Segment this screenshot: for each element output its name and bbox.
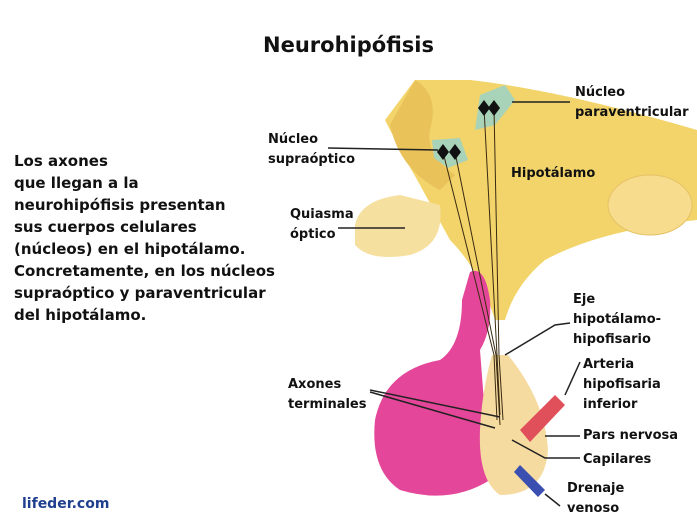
- description-line: Los axones: [14, 152, 108, 170]
- posterior-lobe: [479, 355, 548, 495]
- description-line: supraóptico y paraventricular: [14, 284, 266, 302]
- axon-bundle: [442, 107, 504, 426]
- description-line: Concretamente, en los núcleos: [14, 262, 275, 280]
- description-line: (núcleos) en el hipotálamo.: [14, 240, 246, 258]
- optic-chiasm: [355, 195, 441, 258]
- description-line: neurohipófisis presentan: [14, 196, 226, 214]
- description-line: sus cuerpos celulares: [14, 218, 197, 236]
- page-title: Neurohipófisis: [263, 33, 434, 57]
- hypothalamus-shape: [385, 80, 697, 320]
- brand-logo: lifeder.com: [22, 496, 110, 512]
- description-line: que llegan a la: [14, 174, 139, 192]
- label-capilares: Capilares: [583, 452, 652, 467]
- mammillary-body: [607, 174, 693, 236]
- description-text: Los axones que llegan a la neurohipófisi…: [14, 150, 275, 326]
- brain-fold: [390, 80, 455, 190]
- label-hipotalamo: Hipotálamo: [511, 166, 596, 181]
- description-line: del hipotálamo.: [14, 306, 147, 324]
- anterior-lobe: [374, 270, 491, 496]
- vein: [514, 465, 545, 497]
- neuron-cell-bodies: [437, 100, 500, 160]
- label-pars-nervosa: Pars nervosa: [583, 428, 679, 443]
- leader-lines: [327, 101, 581, 507]
- artery: [520, 395, 565, 442]
